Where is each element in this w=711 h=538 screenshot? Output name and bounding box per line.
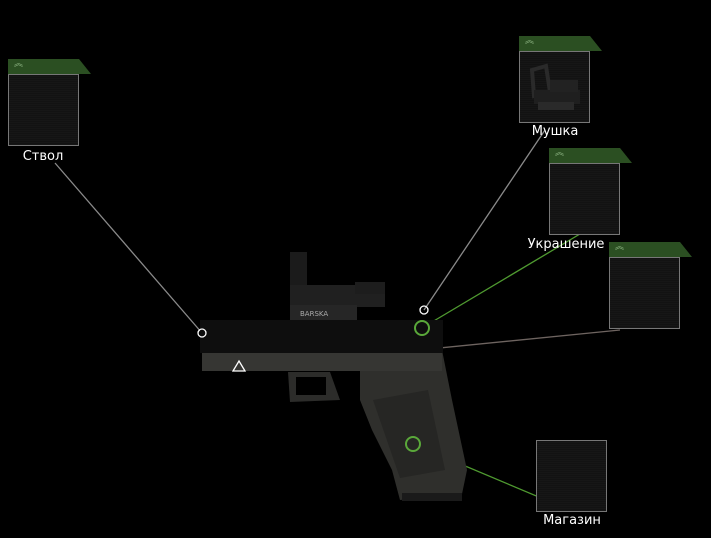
slot-tab[interactable]: ︽ [8, 59, 91, 74]
attach-point-decoration[interactable] [414, 320, 430, 336]
slot-sight[interactable]: ︽ [519, 36, 590, 123]
double-chevron-up-icon: ︽ [555, 148, 565, 158]
connector-decoration [421, 227, 591, 329]
slot-barrel[interactable]: ︽ [8, 59, 79, 146]
red-dot-sight-icon [529, 63, 580, 110]
attach-point-barrel[interactable] [197, 328, 207, 338]
slot-label-decoration: Украшение [527, 237, 605, 252]
slot-magazine[interactable] [536, 440, 607, 512]
slot-tab[interactable]: ︽ [519, 36, 602, 51]
slot-box[interactable] [609, 257, 680, 329]
connector-sight [423, 129, 546, 311]
slot-box[interactable] [8, 74, 79, 146]
slot-extra[interactable]: ︽ [609, 242, 680, 329]
slot-tab[interactable]: ︽ [549, 148, 632, 163]
connector-barrel [54, 162, 203, 334]
double-chevron-up-icon: ︽ [615, 242, 625, 252]
slot-label-sight: Мушка [531, 124, 579, 139]
slot-box[interactable] [549, 163, 620, 235]
double-chevron-up-icon: ︽ [525, 36, 535, 46]
attach-point-extra-triangle-icon[interactable] [231, 359, 247, 372]
slot-box[interactable] [536, 440, 607, 512]
attach-point-magazine[interactable] [405, 436, 421, 452]
slot-label-magazine: Магазин [543, 513, 601, 528]
sight-brand: BARSKA [300, 310, 328, 318]
slot-label-barrel: Ствол [22, 149, 64, 164]
slot-box[interactable] [519, 51, 590, 123]
slot-decoration[interactable]: ︽ [549, 148, 620, 235]
double-chevron-up-icon: ︽ [14, 59, 24, 69]
pistol-image: BARSKA [200, 252, 467, 501]
attach-point-sight[interactable] [419, 305, 429, 315]
slot-tab[interactable]: ︽ [609, 242, 692, 257]
